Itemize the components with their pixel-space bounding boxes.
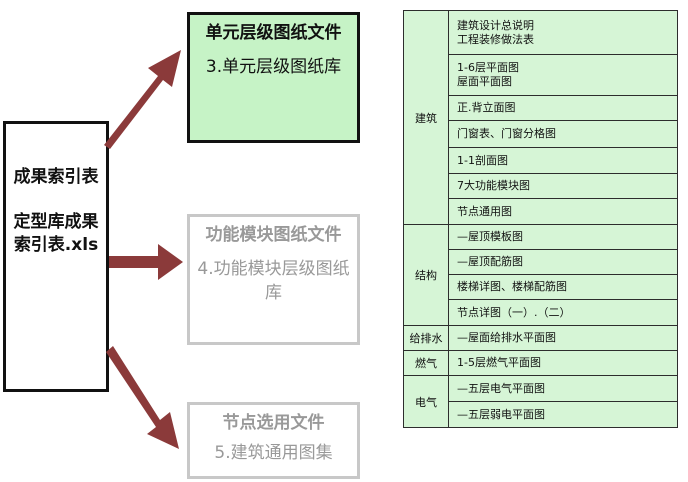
table-cell: 楼梯详图、楼梯配筋图 bbox=[448, 274, 678, 300]
table-row: 燃气 1-5层燃气平面图 bbox=[403, 350, 678, 376]
table-row: 给排水 —屋面给排水平面图 bbox=[403, 325, 678, 351]
source-index-box: 成果索引表 定型库成果索引表.xls bbox=[3, 121, 109, 392]
table-row: 正.背立面图 bbox=[404, 95, 678, 121]
arrow-to-function-module bbox=[109, 244, 183, 280]
table-row: —五层弱电平面图 bbox=[404, 401, 678, 428]
node-selection-subtitle: 5.建筑通用图集 bbox=[214, 443, 333, 463]
unit-level-subtitle: 3.单元层级图纸库 bbox=[205, 57, 342, 77]
table-cell: 门窗表、门窗分格图 bbox=[448, 120, 678, 148]
function-module-title: 功能模块图纸文件 bbox=[205, 225, 342, 245]
unit-level-title: 单元层级图纸文件 bbox=[205, 23, 342, 43]
table-cell: —五层电气平面图 bbox=[448, 375, 678, 402]
unit-level-box: 单元层级图纸文件 3.单元层级图纸库 bbox=[187, 12, 360, 143]
function-module-box: 功能模块图纸文件 4.功能模块层级图纸库 bbox=[187, 214, 360, 345]
table-cell: 1-6层平面图屋面平面图 bbox=[448, 54, 678, 96]
table-row: 节点详图（一）.（二） bbox=[404, 299, 678, 326]
table-cell: —屋顶配筋图 bbox=[448, 249, 678, 275]
function-module-subtitle: 4.功能模块层级图纸库 bbox=[197, 259, 350, 303]
table-row: —屋顶配筋图 bbox=[404, 249, 678, 275]
table-row: 结构 —屋顶模板图 bbox=[403, 224, 678, 326]
source-file-name: 定型库成果索引表.xls bbox=[13, 212, 99, 255]
table-row: 1-6层平面图屋面平面图 bbox=[404, 54, 678, 96]
category-plumbing: 给排水 bbox=[403, 325, 449, 351]
table-cell: —五层弱电平面图 bbox=[448, 401, 678, 428]
table-cell: 建筑设计总说明工程装修做法表 bbox=[448, 10, 678, 55]
category-gas: 燃气 bbox=[403, 350, 449, 376]
category-structure: 结构 bbox=[403, 224, 449, 326]
table-cell: —屋面给排水平面图 bbox=[448, 325, 678, 351]
category-electrical: 电气 bbox=[403, 375, 449, 428]
table-cell: —屋顶模板图 bbox=[448, 224, 678, 250]
drawing-index-table: 建筑 建筑设计总说明工程装修做法表 1-6层平面图屋面平面图 正.背立面图 门窗… bbox=[403, 10, 678, 428]
table-row: 建筑 建筑设计总说明工程装修做法表 bbox=[403, 10, 678, 225]
table-row: 门窗表、门窗分格图 bbox=[404, 120, 678, 148]
table-cell: 节点通用图 bbox=[448, 198, 678, 225]
source-title: 成果索引表 bbox=[13, 167, 99, 187]
node-selection-title: 节点选用文件 bbox=[222, 413, 325, 433]
table-cell: 节点详图（一）.（二） bbox=[448, 299, 678, 326]
table-cell: 1-5层燃气平面图 bbox=[448, 350, 678, 376]
table-cell: 1-1剖面图 bbox=[448, 147, 678, 174]
table-row: 1-1剖面图 bbox=[404, 147, 678, 174]
node-selection-box: 节点选用文件 5.建筑通用图集 bbox=[187, 402, 360, 479]
table-cell: 正.背立面图 bbox=[448, 95, 678, 121]
table-row: 楼梯详图、楼梯配筋图 bbox=[404, 274, 678, 300]
category-architecture: 建筑 bbox=[403, 10, 449, 225]
table-cell: 7大功能模块图 bbox=[448, 173, 678, 199]
arrow-to-unit-level bbox=[104, 50, 181, 149]
arrow-to-node-selection bbox=[106, 346, 179, 449]
table-row: 电气 —五层电气平面图 bbox=[403, 375, 678, 428]
